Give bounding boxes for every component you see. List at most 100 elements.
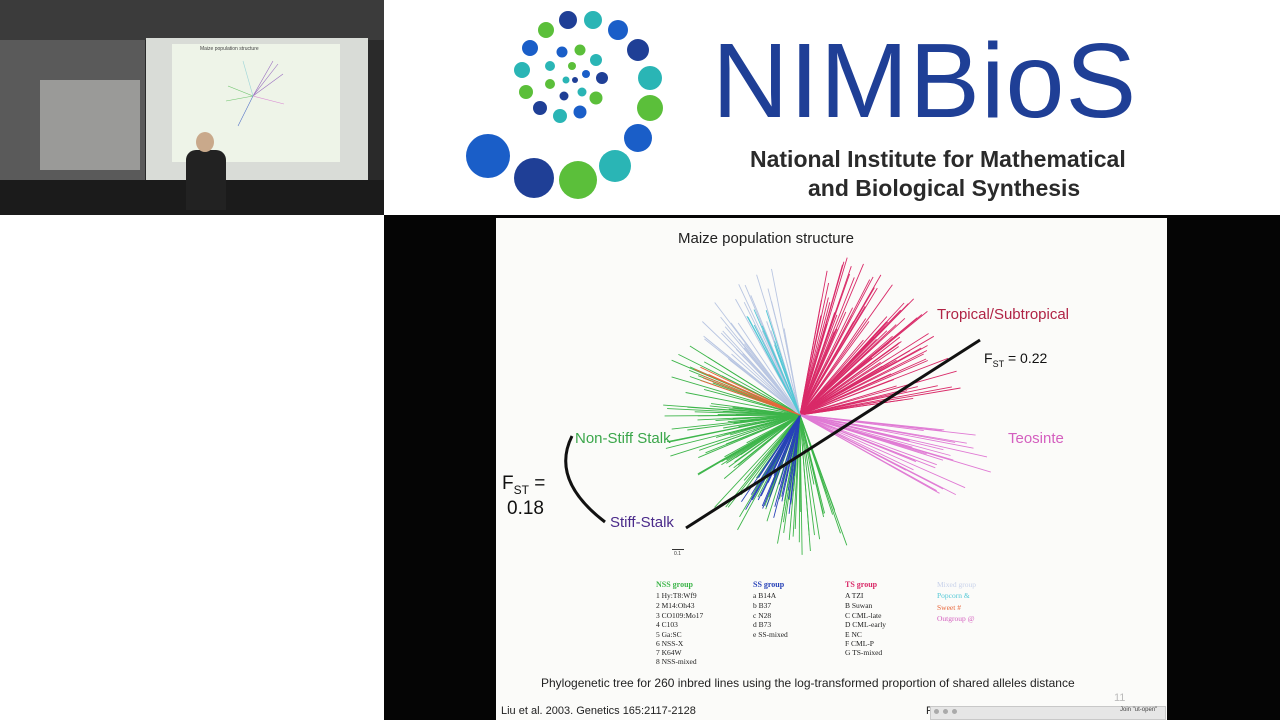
tree-branch bbox=[799, 414, 976, 436]
tree-branch bbox=[799, 311, 928, 416]
legend-item: d B73 bbox=[753, 620, 772, 629]
tree-branch bbox=[701, 321, 801, 416]
fst-divider-line bbox=[685, 338, 981, 530]
slide-title: Maize population structure bbox=[678, 230, 854, 247]
camera-feed: Maize population structure bbox=[0, 0, 384, 215]
tree-branch bbox=[703, 361, 801, 416]
legend-outgroup: Outgroup @ bbox=[937, 614, 975, 623]
legend-item: 4 C103 bbox=[656, 620, 678, 629]
legend-item: b B37 bbox=[753, 601, 772, 610]
tree-branch bbox=[799, 298, 915, 416]
legend-item: 8 NSS-mixed bbox=[656, 657, 697, 666]
tree-branch bbox=[731, 353, 801, 416]
fst-bracket bbox=[564, 435, 606, 524]
tropical-label: Tropical/Subtropical bbox=[937, 306, 1070, 323]
tree-branch bbox=[737, 322, 801, 416]
tree-branch bbox=[799, 386, 952, 416]
legend-popcorn: Popcorn & bbox=[937, 591, 970, 600]
tree-branch bbox=[799, 345, 928, 416]
tree-branch bbox=[799, 414, 914, 471]
tree-branch bbox=[697, 414, 801, 421]
window-dot[interactable] bbox=[952, 709, 957, 714]
tree-branch bbox=[738, 284, 801, 416]
legend-item: F CML-P bbox=[845, 639, 874, 648]
tree-branch bbox=[687, 414, 801, 431]
logo-subtitle-line2: and Biological Synthesis bbox=[808, 175, 1081, 201]
logo-subtitle-line1: National Institute for Mathematical bbox=[750, 146, 1126, 172]
tree-branch bbox=[671, 376, 801, 416]
legend-item: E NC bbox=[845, 630, 862, 639]
ceiling bbox=[0, 0, 384, 40]
legend-item: 1 Hy:T8:Wf9 bbox=[656, 591, 697, 600]
tree-branch bbox=[750, 414, 801, 500]
tree-branch bbox=[794, 414, 801, 530]
tree-branch bbox=[725, 414, 801, 508]
tree-branch bbox=[799, 397, 914, 416]
tree-branch bbox=[771, 414, 801, 485]
legend-mixed: Mixed group bbox=[937, 580, 976, 589]
tree-branch bbox=[799, 414, 826, 514]
tree-branch bbox=[774, 414, 801, 507]
legend-item: a B14A bbox=[753, 591, 777, 600]
legend-ts-title: TS group bbox=[845, 580, 878, 589]
stiff-stalk-label: Stiff-Stalk bbox=[610, 514, 674, 531]
tree-branch bbox=[711, 403, 801, 416]
legend-item: c N28 bbox=[753, 611, 772, 620]
tree-branch bbox=[753, 309, 801, 416]
tree-branch bbox=[728, 408, 801, 416]
tree-branch bbox=[799, 270, 828, 416]
legend-item: 5 Ga:SC bbox=[656, 630, 682, 639]
scale-bar-label: 0.1 bbox=[674, 551, 681, 557]
tree-branch bbox=[665, 414, 801, 449]
tree-branch bbox=[799, 339, 864, 416]
tree-branch bbox=[799, 341, 902, 416]
legend-item: D CML-early bbox=[845, 620, 887, 629]
tree-branch bbox=[799, 370, 957, 416]
tree-branch bbox=[760, 414, 801, 497]
tree-branch bbox=[799, 311, 847, 416]
presentation-slide bbox=[496, 218, 1167, 720]
tree-branch bbox=[703, 388, 801, 416]
tree-branch bbox=[799, 414, 937, 492]
legend-nss-title: NSS group bbox=[656, 580, 693, 589]
tree-branch bbox=[740, 414, 801, 495]
tree-branch bbox=[721, 414, 801, 466]
projected-slide-title: Maize population structure bbox=[200, 46, 259, 52]
tree-branch bbox=[714, 302, 801, 416]
tree-branch bbox=[667, 408, 801, 416]
tree-branch bbox=[700, 366, 801, 416]
fst-left-value: 0.18 bbox=[507, 498, 544, 519]
non-stiff-stalk-label: Non-Stiff Stalk bbox=[575, 430, 671, 447]
tree-branch bbox=[726, 354, 801, 416]
tree-branch bbox=[799, 414, 815, 536]
tree-branch bbox=[799, 414, 951, 456]
tree-branch bbox=[767, 288, 801, 416]
tree-branch bbox=[689, 345, 801, 416]
speaker-head bbox=[196, 132, 214, 152]
tree-branch bbox=[799, 333, 929, 416]
tree-branch bbox=[799, 350, 911, 416]
tree-branch bbox=[799, 414, 966, 489]
legend-item: G TS-mixed bbox=[845, 648, 883, 657]
window-dot[interactable] bbox=[934, 709, 939, 714]
tree-branch bbox=[699, 374, 801, 416]
tree-branch bbox=[799, 357, 949, 416]
tree-branch bbox=[785, 414, 801, 483]
tree-branch bbox=[699, 414, 801, 451]
nimbios-wordmark: NIMBioS bbox=[712, 22, 1138, 140]
legend-item: 2 M14:Oh43 bbox=[656, 601, 695, 610]
legend-item: 6 NSS-X bbox=[656, 639, 684, 648]
slide-number: 11 bbox=[1114, 692, 1126, 704]
tree-branch bbox=[799, 316, 888, 416]
slide-caption: Phylogenetic tree for 260 inbred lines u… bbox=[541, 676, 1075, 690]
tree-branch bbox=[799, 330, 888, 416]
speaker bbox=[186, 150, 226, 210]
window-dot[interactable] bbox=[943, 709, 948, 714]
tree-branch bbox=[799, 414, 828, 494]
tree-branch bbox=[668, 414, 801, 443]
tree-branch bbox=[799, 328, 881, 416]
tree-branch bbox=[799, 323, 828, 416]
tree-branch bbox=[799, 414, 907, 471]
tree-branch bbox=[799, 353, 924, 416]
tree-branch bbox=[720, 316, 801, 416]
